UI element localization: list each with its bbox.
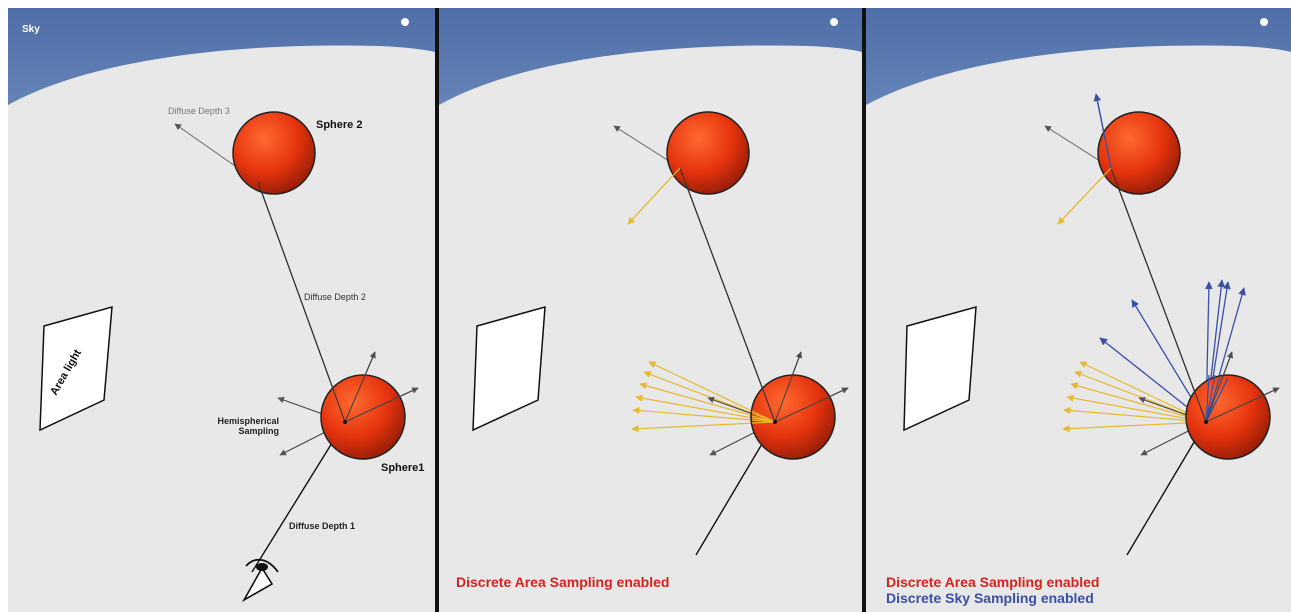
sphere-1 [320,374,406,460]
panel-divider [862,0,866,612]
area-sample-overlay [627,167,681,225]
sun-icon [401,18,409,26]
hit-point [343,420,347,424]
hemi-sample-overlay [774,387,849,423]
hemi-sample-overlay [1205,351,1233,423]
sun-icon [830,18,838,26]
hemi-sample-overlay [344,351,376,423]
panel-divider [435,0,439,612]
sky-sampling-caption: Discrete Sky Sampling enabled [886,590,1094,606]
hemi-sample-overlay [344,387,419,423]
hit-point [773,420,777,424]
frame-top [0,0,1291,8]
ground-dome [866,45,1291,612]
ray-diffuse-depth-2-overlay [257,181,346,423]
eye-camera-icon [241,558,279,603]
eye-ray [1126,421,1207,556]
secondary-ray-overlay [1110,167,1207,423]
hemispherical-label-line1: Hemispherical [217,416,279,426]
sphere-2 [232,111,316,195]
panel-1: Sky Area light Sphere 2 Sphere1 Diffuse … [8,8,435,612]
sphere-2 [1097,111,1181,195]
diffuse-depth-3-label: Diffuse Depth 3 [168,106,230,116]
panel-3: Discrete Area Sampling enabled Discrete … [866,8,1291,612]
area-light-panel [39,305,113,432]
sphere-2-label: Sphere 2 [316,119,362,131]
hit-point [1204,420,1208,424]
diffuse-depth-1-label: Diffuse Depth 1 [289,521,355,531]
ground-dome [8,45,435,612]
ground-dome [439,45,862,612]
hemispherical-label-line2: Sampling [238,426,279,436]
hemi-sample-overlay [774,351,802,423]
panel-2: Discrete Area Sampling enabled [439,8,862,612]
sphere-1 [1185,374,1271,460]
area-sampling-caption: Discrete Area Sampling enabled [886,574,1099,590]
sky-sample-overlay [1095,93,1112,169]
sphere-2 [666,111,750,195]
eye-ray-diffuse-depth-1 [251,421,346,573]
area-sample-overlay [1057,167,1112,225]
secondary-ray-overlay [679,167,776,423]
area-light-panel [472,305,546,432]
area-sampling-caption: Discrete Area Sampling enabled [456,574,669,590]
frame-left [0,0,8,612]
diffuse-depth-2-label: Diffuse Depth 2 [304,292,366,302]
area-light-panel [903,305,977,432]
area-sample-overlays [751,410,776,424]
sphere-1-label: Sphere1 [381,462,424,474]
hemi-sample-overlay [1205,387,1280,423]
sky-label: Sky [22,24,40,35]
sun-icon [1260,18,1268,26]
